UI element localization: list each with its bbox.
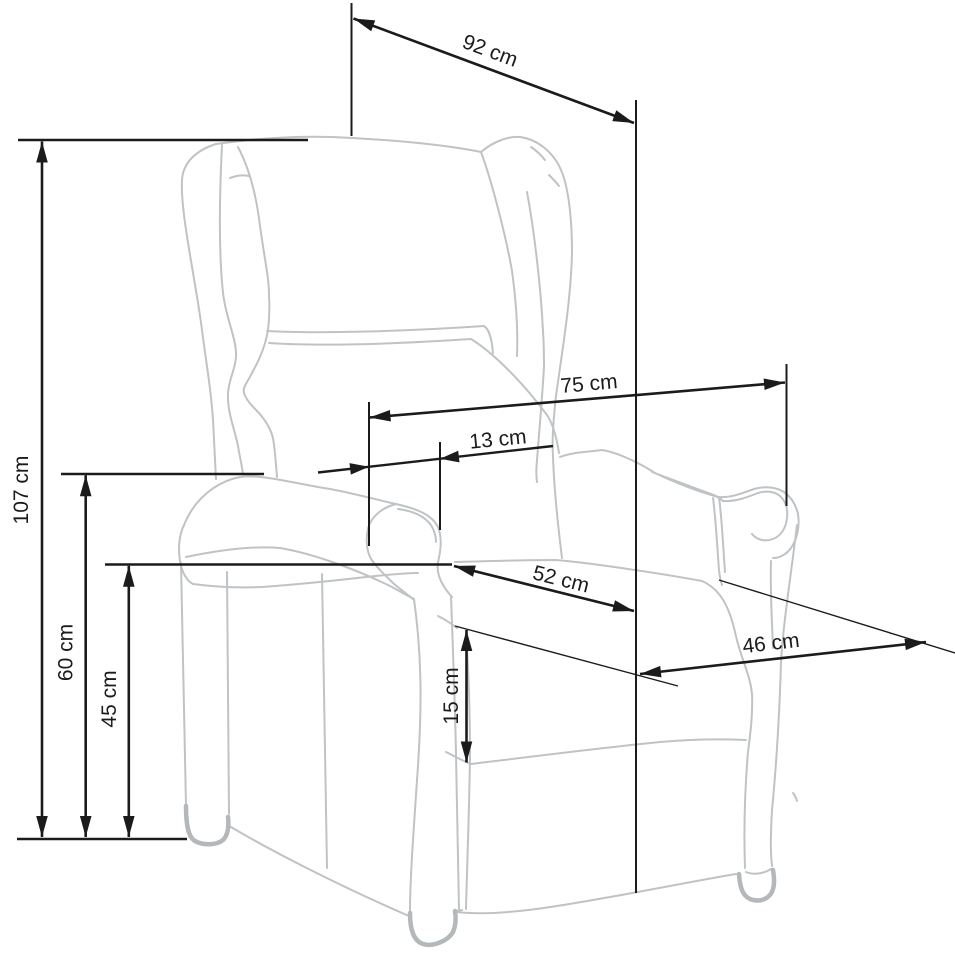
svg-text:15 cm: 15 cm: [440, 667, 463, 724]
svg-text:13 cm: 13 cm: [468, 425, 527, 453]
svg-text:45 cm: 45 cm: [98, 670, 121, 727]
svg-text:60 cm: 60 cm: [55, 624, 78, 681]
svg-text:107 cm: 107 cm: [10, 456, 33, 525]
svg-text:75 cm: 75 cm: [560, 370, 619, 398]
